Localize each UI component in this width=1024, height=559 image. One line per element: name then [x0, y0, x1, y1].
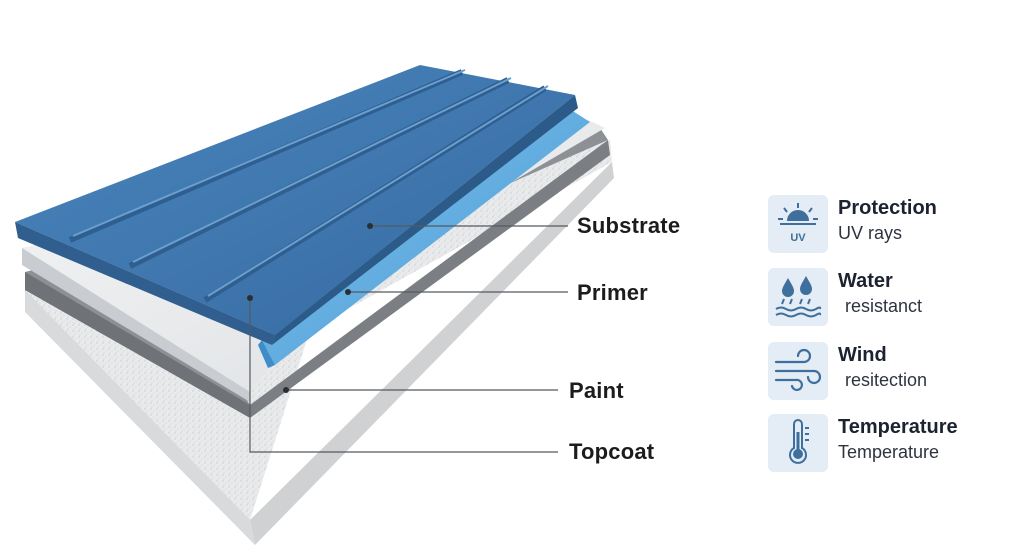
thermometer-icon [768, 414, 828, 472]
primer-strip [258, 108, 590, 368]
primer-label: Primer [577, 280, 648, 305]
sun-uv-icon: UV [768, 195, 828, 253]
paint-label: Paint [569, 378, 624, 403]
feature-title: Protection [838, 197, 937, 219]
feature-title: Temperature [838, 416, 958, 438]
feature-water-resistance: Water resistanct [768, 268, 1008, 328]
feature-subtitle: resitection [845, 370, 928, 390]
feature-subtitle: UV rays [838, 223, 903, 243]
wind-icon [768, 342, 828, 400]
water-drops-icon [768, 268, 828, 326]
feature-temperature: Temperature Temperature [768, 414, 1008, 474]
feature-title: Water [838, 270, 893, 292]
topcoat-label: Topcoat [569, 439, 655, 464]
feature-title: Wind [838, 344, 887, 366]
feature-subtitle: Temperature [838, 442, 940, 462]
feature-uv-protection: UV Protection UV rays [768, 195, 1008, 255]
feature-subtitle: resistanct [845, 296, 923, 316]
substrate-label: Substrate [577, 213, 681, 238]
uv-icon-text: UV [790, 232, 806, 244]
leader-lines [249, 225, 568, 453]
leader-dots [247, 223, 373, 393]
substrate-panel [15, 65, 578, 345]
topcoat-layer [25, 140, 614, 545]
feature-wind-protection: Wind resitection [768, 342, 1008, 402]
